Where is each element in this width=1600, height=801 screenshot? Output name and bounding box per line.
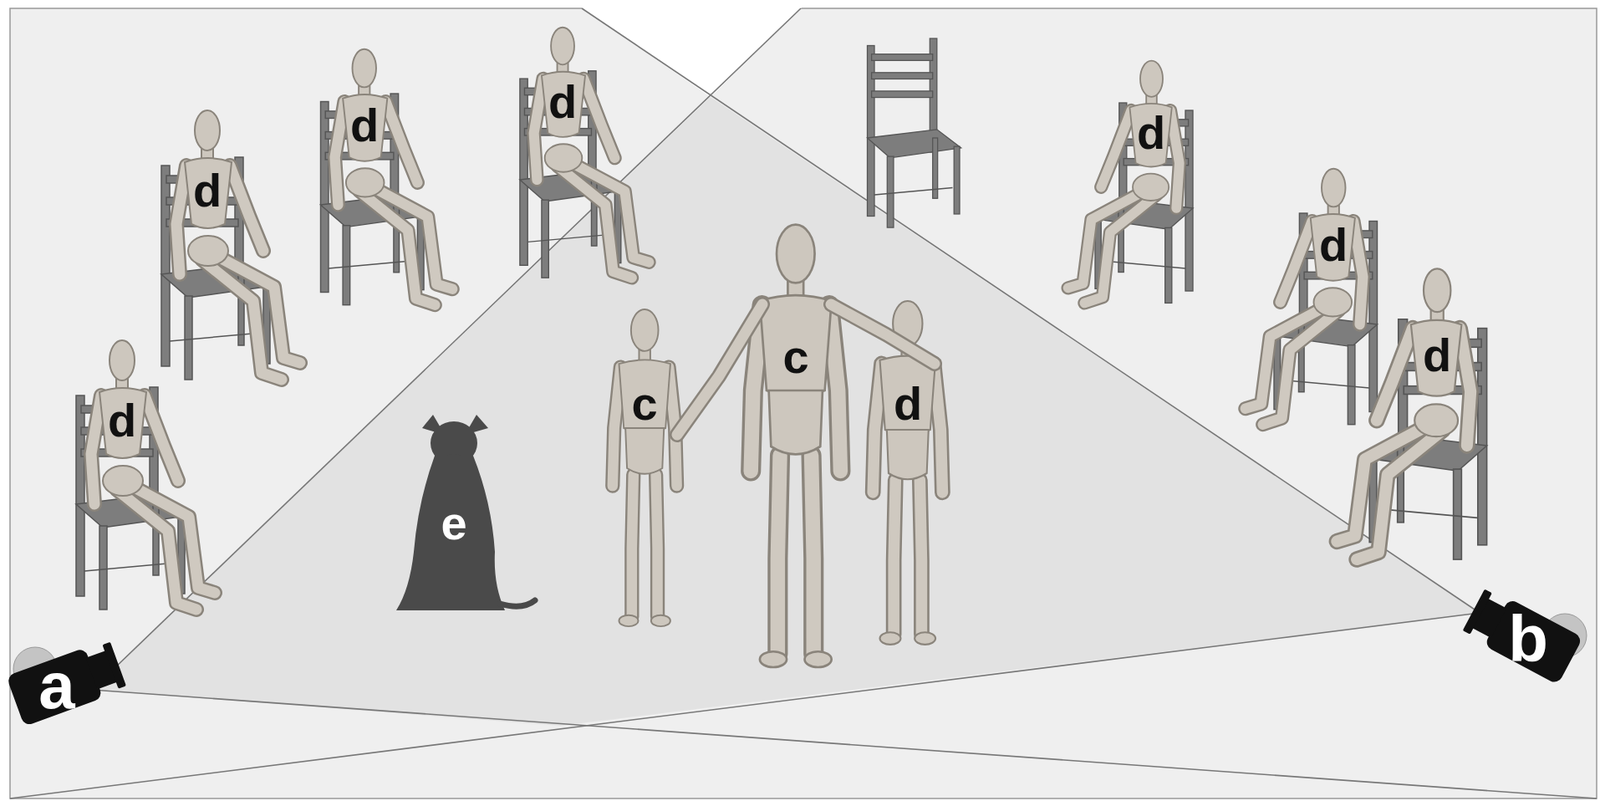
person-label: d: [1422, 331, 1452, 379]
person-label: d: [1319, 221, 1348, 269]
dog-label: e: [440, 499, 467, 547]
camera-label: a: [38, 652, 75, 719]
person-label: c: [782, 333, 809, 381]
camera-a: [5, 638, 128, 727]
camera-label: b: [1508, 606, 1549, 672]
person-label: d: [107, 397, 137, 444]
person-label: c: [631, 380, 658, 428]
person-label: d: [893, 380, 923, 428]
floor: [10, 6, 1597, 799]
standing-mannequins: [612, 224, 943, 668]
person-label: d: [350, 101, 379, 149]
camera-b: [1461, 585, 1587, 685]
view-rays: [10, 8, 1597, 799]
person-label: d: [548, 78, 577, 126]
person-label: d: [193, 167, 222, 215]
person-label: d: [1136, 109, 1166, 157]
dog: [396, 414, 536, 611]
